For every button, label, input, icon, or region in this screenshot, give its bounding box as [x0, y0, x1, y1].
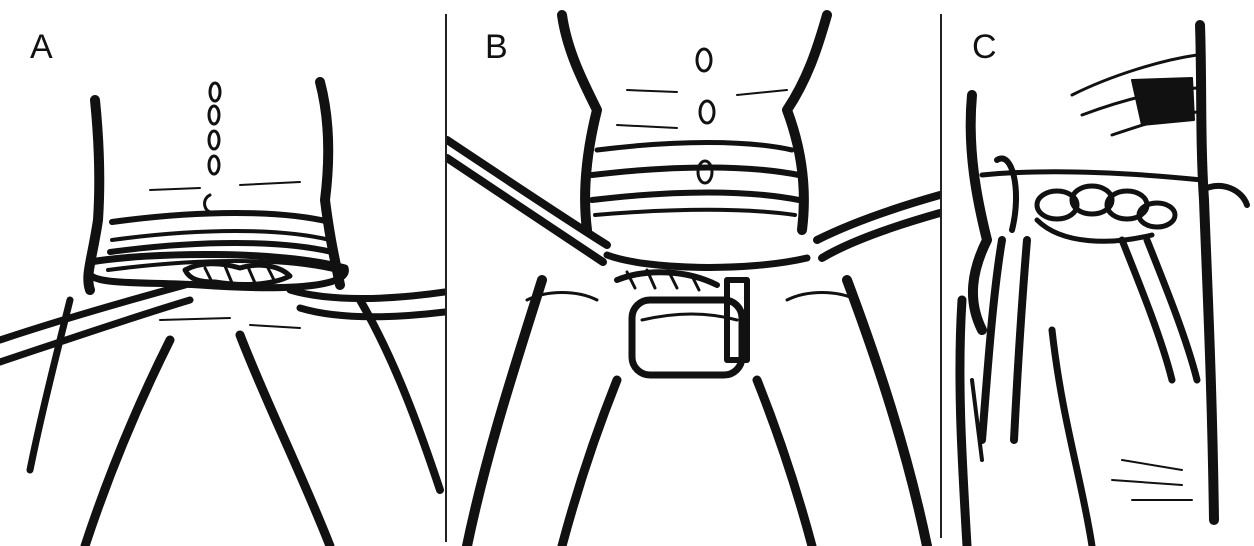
panel-c-label: C [972, 30, 997, 64]
panel-a-label: A [30, 30, 53, 64]
panel-b: B [447, 0, 940, 546]
panel-b-label: B [485, 30, 508, 64]
panel-c-illustration [942, 0, 1254, 546]
panel-b-illustration [447, 0, 940, 546]
panel-a-illustration [0, 0, 445, 546]
panel-a: A [0, 0, 445, 546]
panel-c: C [942, 0, 1254, 546]
